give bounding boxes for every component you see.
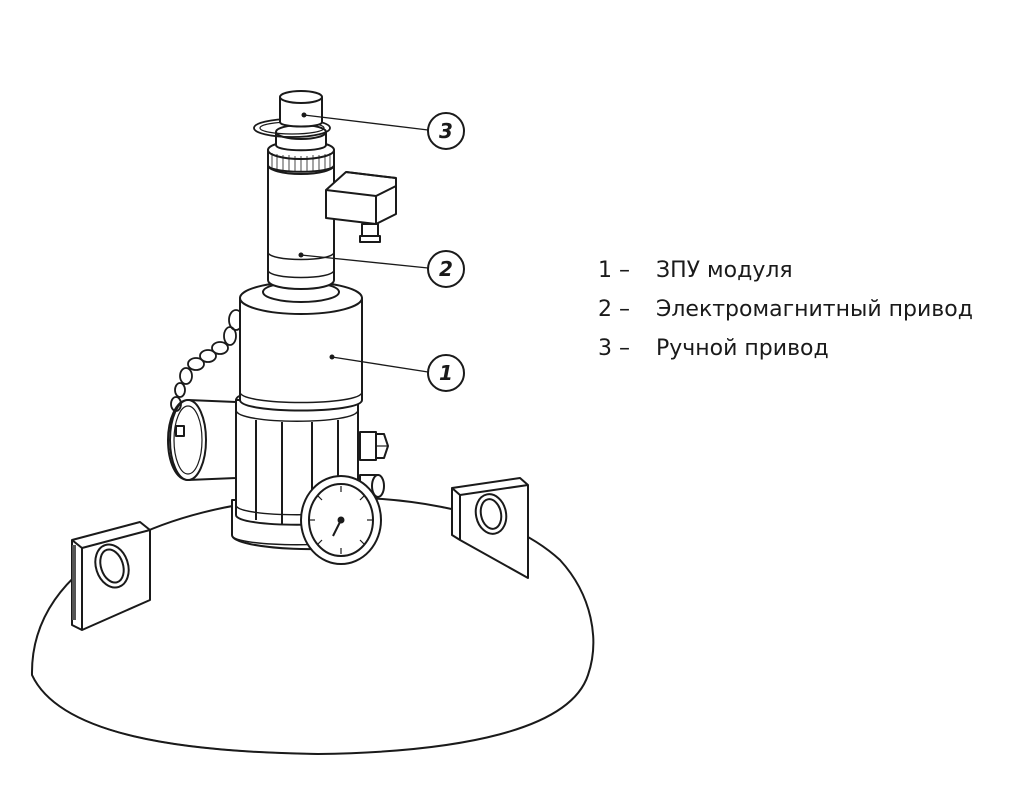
legend-text: ЗПУ модуля	[656, 258, 793, 283]
dome-lower-edge	[31, 674, 319, 755]
callout-circle-2	[427, 250, 465, 288]
left-side-cap	[167, 399, 237, 481]
legend-item-1: 1 – ЗПУ модуля	[598, 254, 998, 287]
chain	[170, 309, 244, 412]
right-lifting-lug	[451, 477, 529, 579]
legend-text: Ручной привод	[656, 336, 829, 361]
right-bolt	[359, 431, 389, 461]
callout-circle-1	[427, 354, 465, 392]
callout-number-1: 1	[439, 361, 453, 385]
valve-upper-body	[239, 281, 363, 412]
legend-item-2: 2 – Электромагнитный привод	[598, 293, 998, 326]
legend-number: 2 –	[598, 297, 630, 322]
pressure-gauge-icon	[300, 475, 382, 565]
legend-item-3: 3 – Ручной привод	[598, 332, 998, 365]
left-lifting-lug	[71, 521, 151, 631]
legend: 1 – ЗПУ модуля 2 – Электромагнитный прив…	[598, 254, 998, 371]
solenoid-actuator	[267, 155, 335, 290]
manual-actuator	[253, 90, 331, 152]
callout-number-3: 3	[439, 119, 453, 143]
leader-lines	[300, 114, 429, 373]
solenoid-connector	[325, 171, 397, 243]
legend-number: 3 –	[598, 336, 630, 361]
callout-number-2: 2	[439, 257, 453, 281]
legend-text: Электромагнитный привод	[656, 297, 973, 322]
legend-number: 1 –	[598, 258, 630, 283]
callout-circle-3	[427, 112, 465, 150]
